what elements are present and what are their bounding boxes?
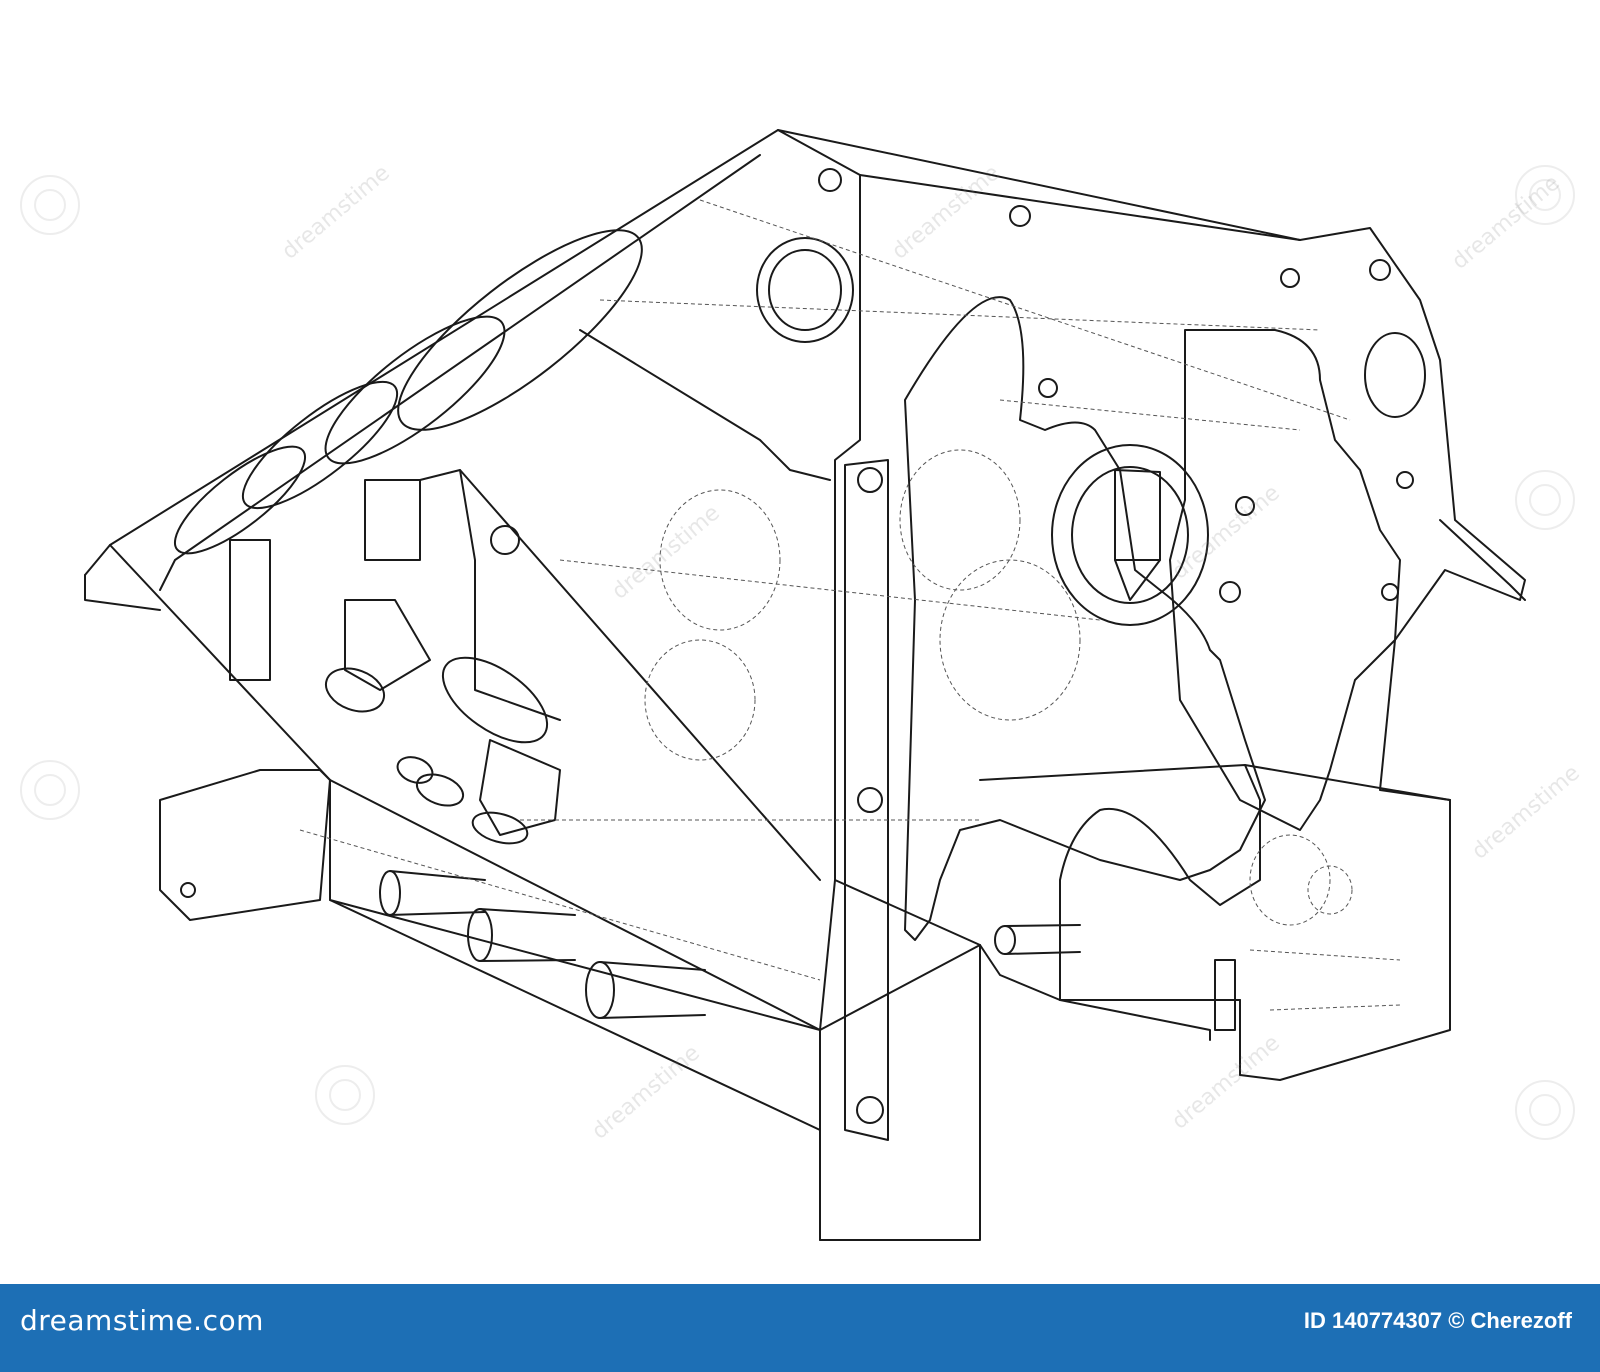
engine-block-drawing (84, 129, 1526, 1241)
engine-block-illustration (84, 129, 1526, 1241)
footer-brand-logo[interactable]: dreamstime.com (20, 1304, 264, 1337)
footer-credit: ID 140774307 © Cherezoff (1303, 1308, 1572, 1333)
footer-bar: dreamstime.com ID 140774307 © Cherezoff (0, 1284, 1600, 1372)
